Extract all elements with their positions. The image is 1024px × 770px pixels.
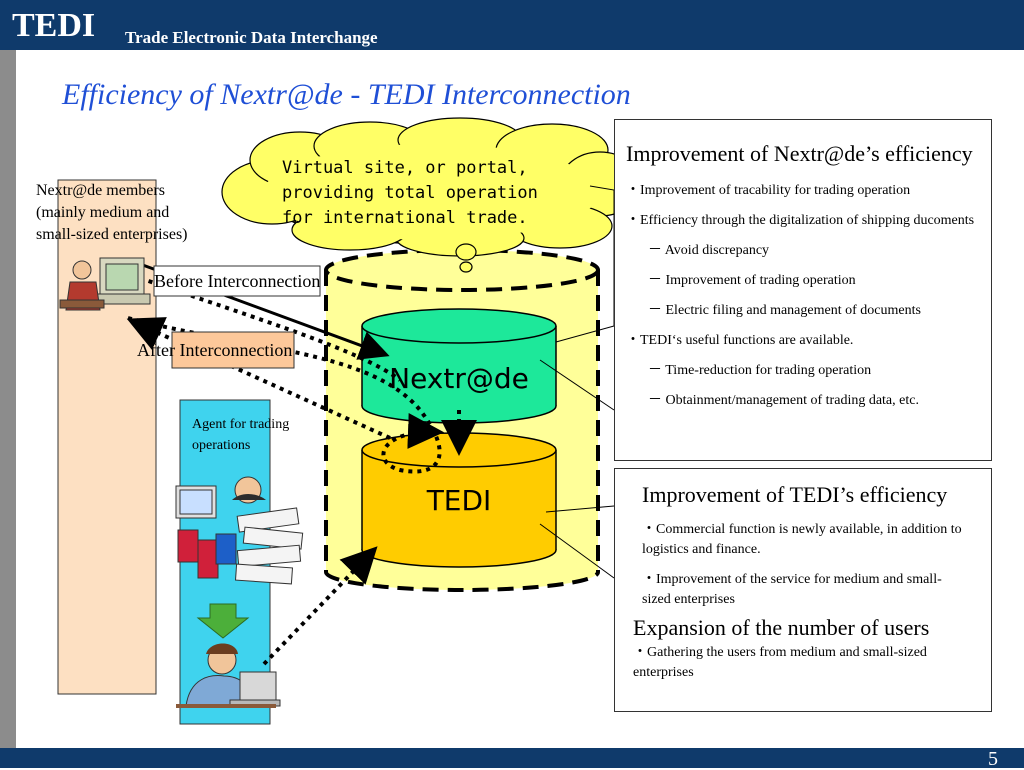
nextrade-box-line: ・Improvement of tracability for trading … xyxy=(626,183,911,198)
nextrade-box-line: － Improvement of trading operation xyxy=(648,273,856,288)
nextrade-box-line: － Electric filing and management of docu… xyxy=(648,303,921,318)
members-label: Nextr@de members (mainly medium and smal… xyxy=(36,182,188,243)
nextrade-box-heading: Improvement of Nextr@de’s efficiency xyxy=(626,141,973,166)
connector-tedi-box-lower xyxy=(539,523,615,579)
header-bar xyxy=(0,0,1024,50)
cloud-text: Virtual site, or portal, providing total… xyxy=(282,158,538,228)
left-accent-bar xyxy=(0,50,16,748)
tedi-improvement-box: Improvement of TEDI’s efficiency ・Commer… xyxy=(614,468,992,712)
cloud-callout xyxy=(221,117,641,273)
before-label-box xyxy=(153,265,321,297)
tedi-box-heading2: Expansion of the number of users xyxy=(633,615,930,640)
footer-bar xyxy=(0,748,1024,768)
slide-title: Efficiency of Nextr@de - TEDI Interconne… xyxy=(62,78,631,111)
agent-to-tedi-arrow xyxy=(262,546,378,666)
tedi-box-line: ・Gathering the users from medium and sma… xyxy=(633,645,927,680)
down-arrow-icon xyxy=(196,603,250,639)
after-interconnection-label: After Interconnection xyxy=(137,340,293,360)
page-number: 5 xyxy=(988,748,998,770)
after-arrow-loop xyxy=(127,316,444,474)
member-computer-clipart xyxy=(59,257,151,311)
nextrade-box-line: ・TEDI‘s useful functions are available. xyxy=(626,333,854,348)
before-interconnection-label: Before Interconnection xyxy=(154,271,321,291)
after-label-box xyxy=(171,331,295,369)
agent-label: Agent for trading operations xyxy=(192,417,290,453)
agent-paperwork-clipart xyxy=(175,476,304,585)
nextrade-box-line: － Time-reduction for trading operation xyxy=(648,363,872,378)
tedi-box-heading: Improvement of TEDI’s efficiency xyxy=(642,482,948,507)
nextrade-box-line: － Avoid discrepancy xyxy=(648,243,770,258)
tedi-box-line: ・Improvement of the service for medium a… xyxy=(642,572,942,607)
nextrade-db-label: Nextr@de xyxy=(389,362,529,395)
tedi-box-line: ・Commercial function is newly available,… xyxy=(642,522,962,557)
connector-nextrade-box-lower xyxy=(539,359,615,411)
tedi-database xyxy=(361,432,557,568)
connector-tedi-box xyxy=(545,505,615,513)
person-laptop-clipart xyxy=(176,643,281,708)
nextrade-box-line: ・Efficiency through the digitalization o… xyxy=(626,213,975,228)
nextrade-improvement-box: Improvement of Nextr@de’s efficiency ・Im… xyxy=(614,119,992,461)
brand-logo: TEDI xyxy=(12,7,96,44)
nextrade-box-line: － Obtainment/management of trading data,… xyxy=(648,393,919,408)
members-panel xyxy=(57,179,157,695)
tedi-db-label: TEDI xyxy=(426,484,492,517)
brand-subtitle: Trade Electronic Data Interchange xyxy=(125,28,378,47)
